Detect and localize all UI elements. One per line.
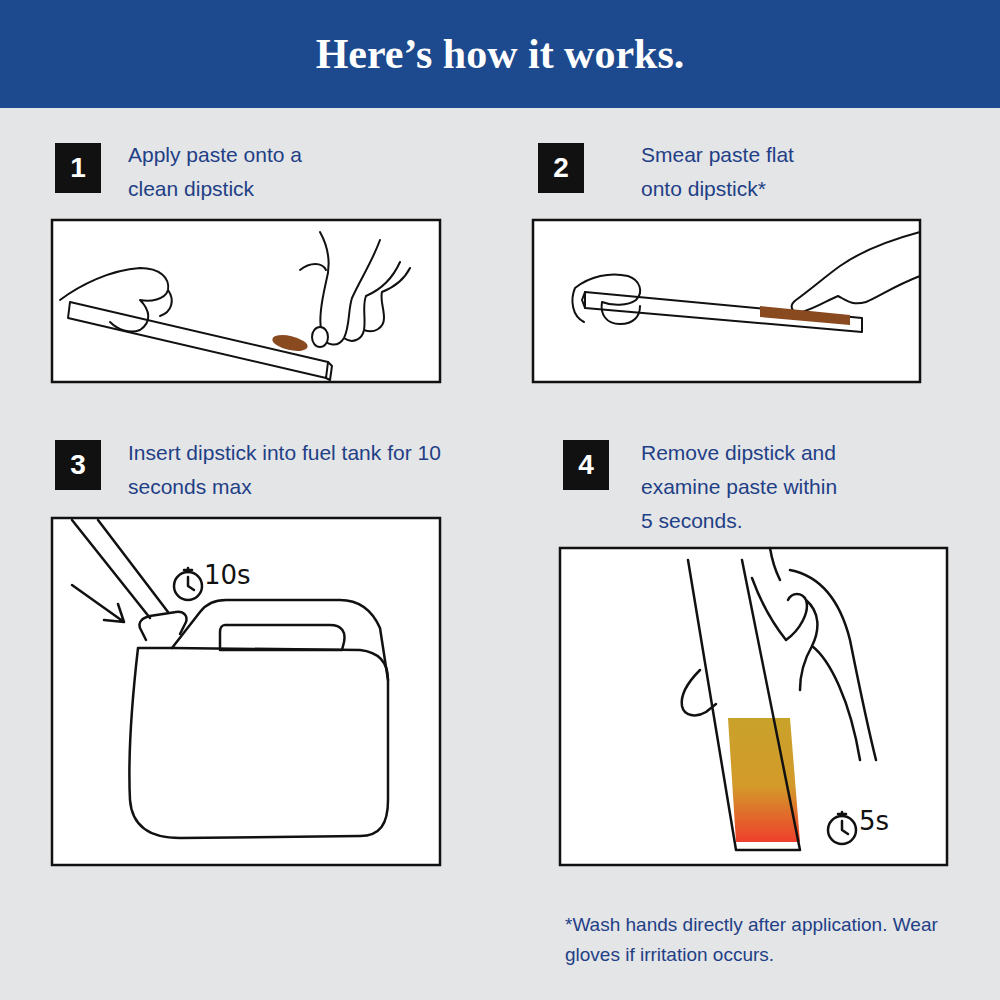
panel-examine <box>560 548 947 865</box>
step-instruction: Smear paste flat onto dipstick* <box>641 138 823 206</box>
panel-insert <box>52 518 440 865</box>
stopwatch-icon <box>174 568 202 600</box>
safety-footnote: *Wash hands directly after application. … <box>565 910 965 970</box>
step-number: 3 <box>70 449 86 481</box>
timer-label: 10s <box>204 560 274 590</box>
header-band <box>0 0 1000 108</box>
step-number-box: 3 <box>55 440 101 490</box>
step-number: 2 <box>553 152 569 184</box>
step-number: 4 <box>578 449 594 481</box>
panel-apply <box>52 220 440 382</box>
step-instruction: Apply paste onto a clean dipstick <box>128 138 303 206</box>
step-number-box: 1 <box>55 143 101 193</box>
step-number-box: 4 <box>563 440 609 490</box>
stopwatch-icon <box>828 812 856 844</box>
page-title: Here’s how it works. <box>0 0 1000 108</box>
step-number: 1 <box>70 152 86 184</box>
step-number-box: 2 <box>538 143 584 193</box>
timer-label: 5s <box>859 806 919 836</box>
step-instruction: Insert dipstick into fuel tank for 10 se… <box>128 436 458 504</box>
step-instruction: Remove dipstick and examine paste within… <box>641 436 851 538</box>
panel-smear <box>533 220 920 382</box>
